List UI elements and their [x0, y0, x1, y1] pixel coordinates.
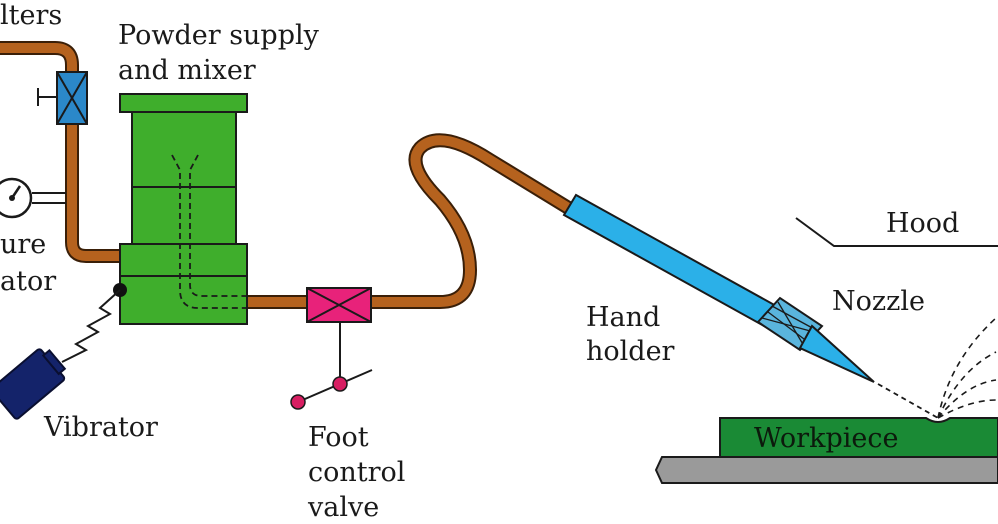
hood [795, 217, 998, 247]
foot-label-line3: valve [307, 492, 379, 523]
filters-label: lters [0, 0, 62, 31]
pressure-gauge-icon [0, 177, 66, 219]
workpiece-label: Workpiece [754, 423, 898, 454]
powder-label-line2: and mixer [118, 55, 256, 86]
outlet-pipe [246, 133, 579, 309]
hand-label-line1: Hand [586, 302, 660, 333]
air-supply-pipe [0, 41, 122, 263]
filter-valve-icon [37, 71, 88, 125]
pressure-label-line1: ure [0, 229, 46, 260]
foot-label-line2: control [308, 457, 405, 488]
hood-label: Hood [886, 208, 959, 239]
foot-valve-icon [290, 287, 373, 410]
nozzle-label: Nozzle [832, 286, 925, 317]
vibrator-label: Vibrator [43, 412, 158, 443]
nozzle-icon [756, 296, 875, 383]
pressure-label-line2: ator [0, 266, 56, 297]
hand-label-line2: holder [586, 336, 675, 367]
vibrator-icon [0, 283, 127, 420]
foot-label-line1: Foot [308, 422, 369, 453]
base-plate [654, 456, 998, 484]
powder-mixer [119, 93, 248, 325]
abrasive-jet [877, 317, 997, 419]
workpiece [719, 417, 998, 458]
powder-label-line1: Powder supply [118, 20, 320, 51]
